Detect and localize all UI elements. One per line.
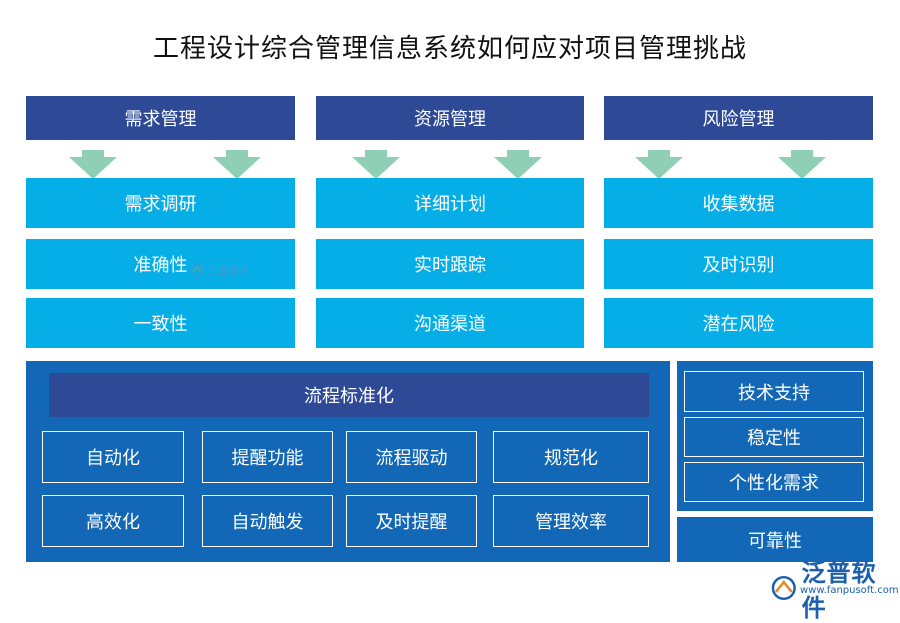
header-risk: 风险管理 — [604, 96, 873, 140]
logo-icon — [190, 263, 204, 277]
watermark-center-text: 泛普软件 — [207, 264, 251, 277]
process-item: 流程驱动 — [346, 431, 477, 483]
arrow-down-icon — [352, 157, 400, 179]
arrow-down-icon — [778, 157, 826, 179]
arrow-stem — [365, 150, 387, 158]
side-reliability: 可靠性 — [677, 517, 873, 562]
cell-realtime-tracking: 实时跟踪 — [316, 239, 584, 289]
arrow-down-icon — [69, 157, 117, 179]
arrow-stem — [507, 150, 529, 158]
process-title: 流程标准化 — [49, 373, 649, 417]
cell-collect-data: 收集数据 — [604, 178, 873, 228]
process-item: 提醒功能 — [202, 431, 333, 483]
header-requirements: 需求管理 — [26, 96, 295, 140]
process-item: 高效化 — [42, 495, 184, 547]
arrow-down-icon — [494, 157, 542, 179]
arrow-stem — [226, 150, 248, 158]
header-resources: 资源管理 — [316, 96, 584, 140]
cell-detailed-plan: 详细计划 — [316, 178, 584, 228]
brand-url: www.fanpusoft.com — [800, 585, 899, 596]
arrow-stem — [791, 150, 813, 158]
process-item: 自动化 — [42, 431, 184, 483]
cell-communication: 沟通渠道 — [316, 298, 584, 348]
arrow-stem — [82, 150, 104, 158]
arrow-down-icon — [213, 157, 261, 179]
cell-timely-identify: 及时识别 — [604, 239, 873, 289]
arrow-down-icon — [635, 157, 683, 179]
watermark-center: 泛普软件 — [190, 262, 251, 278]
side-item-stability: 稳定性 — [684, 417, 864, 457]
side-panel — [677, 361, 873, 511]
process-item: 管理效率 — [493, 495, 649, 547]
cell-potential-risk: 潜在风险 — [604, 298, 873, 348]
cell-accuracy: 准确性 — [26, 239, 295, 289]
side-item-tech-support: 技术支持 — [684, 371, 864, 412]
cell-requirements-research: 需求调研 — [26, 178, 295, 228]
brand-logo-icon — [771, 575, 796, 601]
cell-consistency: 一致性 — [26, 298, 295, 348]
arrow-stem — [648, 150, 670, 158]
process-item: 自动触发 — [202, 495, 333, 547]
page-title: 工程设计综合管理信息系统如何应对项目管理挑战 — [152, 34, 747, 64]
side-item-personalized: 个性化需求 — [684, 462, 864, 502]
process-item: 及时提醒 — [346, 495, 477, 547]
process-item: 规范化 — [493, 431, 649, 483]
